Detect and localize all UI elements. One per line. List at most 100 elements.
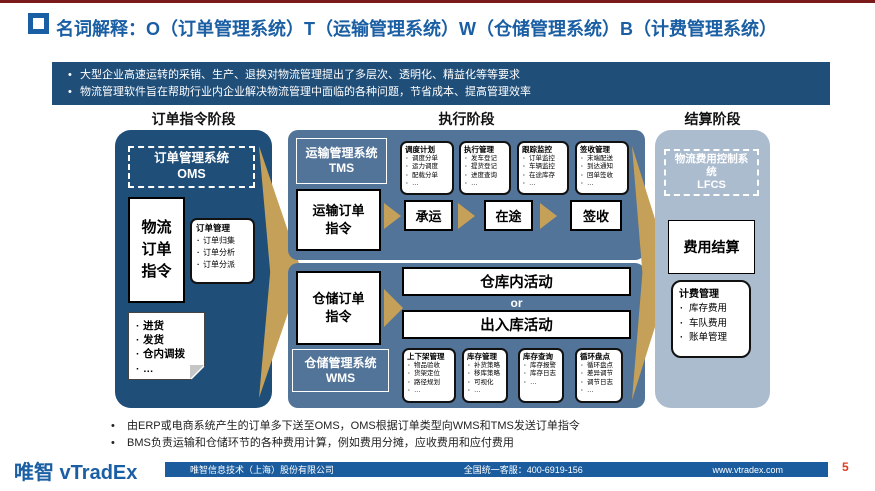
callout-bullet: … (580, 180, 626, 189)
tms-flow-step-carriage: 承运 (404, 200, 453, 231)
callout-bullet: 末端配送 (580, 155, 626, 164)
wms-order-instruction-box: 仓储订单 指令 (296, 271, 381, 345)
intro-bullet: 物流管理软件旨在帮助行业内企业解决物流管理中面临的各种问题，节省成本、提高管理效… (68, 84, 814, 101)
title-square-icon (28, 13, 49, 34)
page-number: 5 (842, 460, 849, 474)
lfcs-system-box: 物流费用控制系统 LFCS (664, 149, 759, 196)
callout-title: 跟踪监控 (522, 145, 552, 154)
callout-bullet: … (405, 180, 451, 189)
note-bullet: … (134, 362, 201, 376)
oms-system-box: 订单管理系统 OMS (128, 146, 255, 188)
callout-title: 上下架管理 (407, 352, 445, 361)
callout-bullet: 运力调度 (405, 163, 451, 172)
callout-bullet: 货架定位 (407, 370, 453, 379)
callout-bullet: 调度分单 (405, 155, 451, 164)
callout-bullet: 配载分单 (405, 172, 451, 181)
phase-header-order: 订单指令阶段 (151, 111, 236, 127)
note-bullet: 仓内调拨 (134, 347, 201, 361)
oms-order-management-callout: 订单管理 订单归集 订单分析 订单分派 (190, 218, 255, 284)
tms-callout-sign-off: 签收管理 末端配送 到达通知 回单签收 … (575, 141, 629, 195)
tms-system-label: 运输管理系统 (305, 146, 378, 160)
callout-bullet: 提货登记 (464, 163, 508, 172)
callout-bullet: 库存日志 (523, 370, 561, 379)
lfcs-system-label: 物流费用控制系统 (674, 152, 749, 178)
note-bullet: 进货 (134, 319, 201, 333)
callout-title: 库存查询 (523, 352, 553, 361)
tms-flow-step-in-transit: 在途 (484, 200, 533, 231)
callout-bullet: 订单监控 (522, 155, 566, 164)
tms-callout-tracking: 跟踪监控 订单监控 车辆监控 在途库存 … (517, 141, 569, 195)
vtradex-logo: 唯智 vTradEx (14, 462, 138, 484)
oms-system-label: 订单管理系统 (153, 151, 229, 166)
tms-order-instruction-box: 运输订单 指令 (296, 189, 381, 251)
wms-system-abbr: WMS (325, 370, 356, 385)
oms-note-paper: 进货 发货 仓内调拨 … (128, 312, 205, 380)
callout-title: 调度计划 (405, 145, 435, 154)
wms-callout-cycle-count: 循环盘点 循环盘点 差异调节 调节日志 … (575, 348, 623, 403)
note-line: 由ERP或电商系统产生的订单多下送至OMS，OMS根据订单类型向WMS和TMS发… (103, 418, 723, 435)
callout-bullet: … (467, 387, 505, 396)
intro-bullet: 大型企业高速运转的采销、生产、退换对物流管理提出了多层次、透明化、精益化等等要求 (68, 67, 814, 84)
phase-header-execution: 执行阶段 (438, 111, 495, 127)
tms-callout-dispatch-plan: 调度计划 调度分单 运力调度 配载分单 … (400, 141, 454, 195)
callout-bullet: 车辆监控 (522, 163, 566, 172)
callout-bullet: 进度查询 (464, 172, 508, 181)
oms-system-abbr: OMS (177, 167, 206, 181)
callout-bullet: … (522, 180, 566, 189)
lfcs-system-abbr: LFCS (697, 178, 726, 191)
callout-bullet: 调节日志 (580, 379, 620, 388)
callout-bullet: 到达通知 (580, 163, 626, 172)
wms-callout-inventory-query: 库存查询 库存报警 库存日志 … (518, 348, 564, 403)
bottom-notes: 由ERP或电商系统产生的订单多下送至OMS，OMS根据订单类型向WMS和TMS发… (103, 418, 723, 452)
note-line: BMS负责运输和仓储环节的各种费用计算，例如费用分摊，应收费用和应付费用 (103, 435, 723, 452)
callout-bullet: … (407, 387, 453, 396)
callout-bullet: 回单签收 (580, 172, 626, 181)
tms-system-abbr: TMS (328, 161, 355, 175)
callout-bullet: 路径规划 (407, 379, 453, 388)
footer-website[interactable]: www.vtradex.com (712, 464, 783, 475)
callout-bullet: 差异调节 (580, 370, 620, 379)
callout-bullet: … (523, 379, 561, 388)
callout-bullet: 移库策略 (467, 370, 505, 379)
callout-title: 循环盘点 (580, 352, 610, 361)
lfcs-billing-callout: 计费管理 库存费用 车队费用 账单管理 (671, 280, 751, 358)
callout-bullet: 库存报警 (523, 362, 561, 371)
wms-system-box: 仓储管理系统 WMS (292, 349, 389, 392)
lfcs-settlement-box: 费用结算 (668, 220, 755, 274)
wms-system-label: 仓储管理系统 (304, 355, 377, 370)
footer-hotline: 全国统一客服：400-6919-156 (463, 465, 583, 475)
callout-bullet: 可视化 (467, 379, 505, 388)
callout-bullet: 订单归集 (196, 235, 252, 247)
callout-title: 计费管理 (679, 289, 719, 300)
callout-bullet: 循环盘点 (580, 362, 620, 371)
callout-bullet: 订单分派 (196, 259, 252, 271)
callout-bullet: … (464, 180, 508, 189)
callout-bullet: 发车登记 (464, 155, 508, 164)
wms-callout-shelving: 上下架管理 物品验收 货架定位 路径规划 … (402, 348, 456, 403)
wms-or-label: or (510, 296, 523, 310)
oms-order-instruction-box: 物流 订单 指令 (128, 197, 185, 303)
wms-activity-in-warehouse-box: 仓库内活动 (402, 267, 631, 296)
tms-system-box: 运输管理系统 TMS (296, 138, 387, 184)
note-bullet: 发货 (134, 333, 201, 347)
tms-callout-execution: 执行管理 发车登记 提货登记 进度查询 … (459, 141, 511, 195)
callout-bullet: 库存费用 (679, 302, 747, 317)
callout-bullet: 订单分析 (196, 247, 252, 259)
tms-flow-step-signed: 签收 (570, 200, 622, 231)
footer-company: 唯智信息技术（上海）股份有限公司 (190, 465, 335, 475)
callout-title: 执行管理 (464, 145, 494, 154)
phase-header-settlement: 结算阶段 (684, 111, 741, 127)
callout-title: 签收管理 (580, 145, 610, 154)
callout-bullet: 在途库存 (522, 172, 566, 181)
callout-title: 订单管理 (196, 223, 231, 233)
intro-panel: 大型企业高速运转的采销、生产、退换对物流管理提出了多层次、透明化、精益化等等要求… (52, 62, 830, 105)
footer-bar: 唯智信息技术（上海）股份有限公司 全国统一客服：400-6919-156 www… (165, 462, 828, 477)
callout-bullet: 补货策略 (467, 362, 505, 371)
callout-bullet: 物品验收 (407, 362, 453, 371)
top-accent-line (0, 0, 875, 3)
callout-title: 库存管理 (467, 352, 497, 361)
callout-bullet: … (580, 387, 620, 396)
page-title: 名词解释：O（订单管理系统）T（运输管理系统）W（仓储管理系统）B（计费管理系统… (56, 19, 777, 39)
wms-activity-in-out-box: 出入库活动 (402, 310, 631, 339)
